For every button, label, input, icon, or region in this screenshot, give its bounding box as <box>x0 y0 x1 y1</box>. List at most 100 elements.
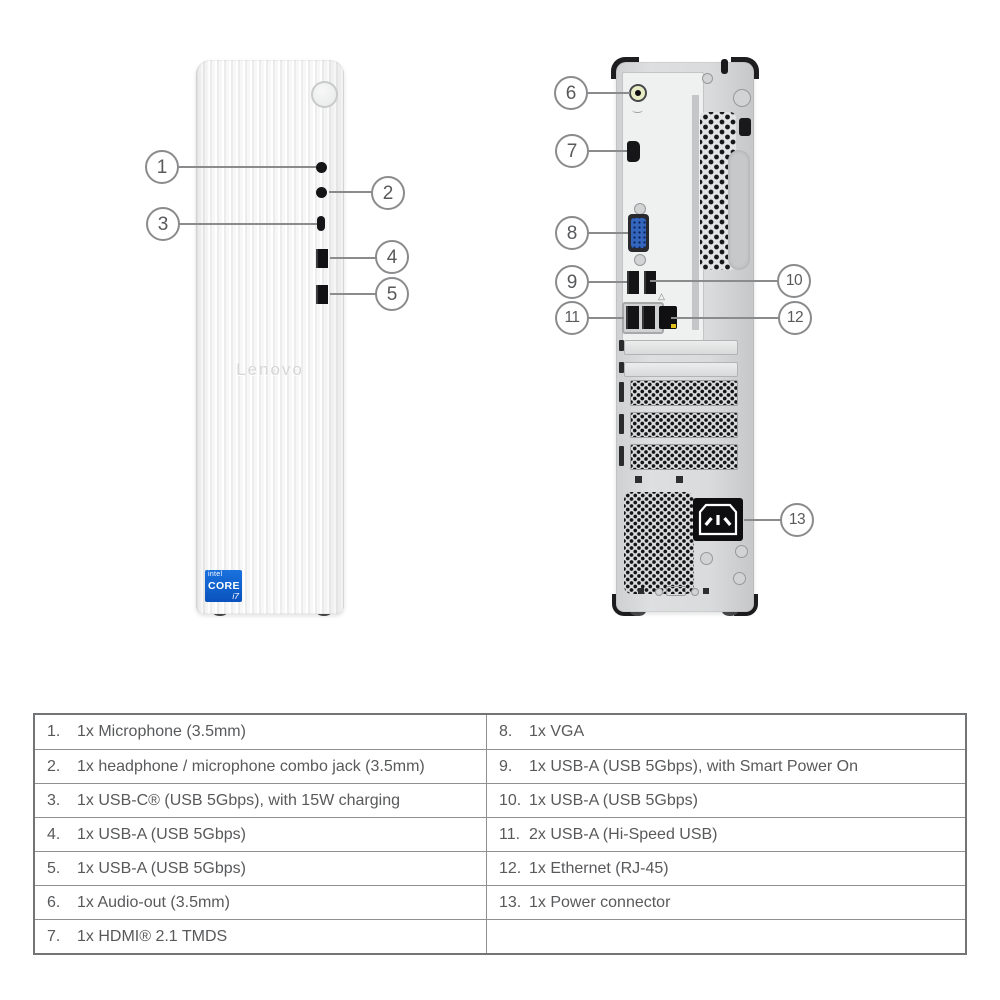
callout-10-number: 10 <box>785 272 803 290</box>
power-connector-port <box>693 498 743 541</box>
row-number: 3. <box>47 791 61 809</box>
row-number: 10. <box>499 791 522 809</box>
row-text: 1x Ethernet (RJ-45) <box>529 859 669 877</box>
table-row-11: 11. 2x USB-A (Hi-Speed USB) <box>487 817 965 851</box>
table-row-8: 8.1x VGA <box>487 715 965 749</box>
row-text: 1x VGA <box>529 723 585 740</box>
row-text: 2x USB-A (Hi-Speed USB) <box>529 825 718 843</box>
callout-11: 11 <box>555 301 589 335</box>
ethernet-port <box>659 306 677 329</box>
callout-7-number: 7 <box>566 140 578 162</box>
table-row-2: 2. 1x headphone / microphone combo jack (… <box>35 749 487 783</box>
callout-5-number: 5 <box>386 283 398 305</box>
leader-line-7 <box>588 150 627 152</box>
front-usb-a-port-2 <box>316 285 328 304</box>
row-text: 1x Microphone (3.5mm) <box>77 723 246 740</box>
row-number: 2. <box>47 757 61 775</box>
headphone-combo-jack-port <box>316 187 327 198</box>
row-text: 1x headphone / microphone combo jack (3.… <box>77 757 425 775</box>
callout-1-number: 1 <box>156 156 168 178</box>
callout-12: 12 <box>778 301 812 335</box>
ethernet-led <box>671 324 676 328</box>
psu-screw-2 <box>735 545 748 558</box>
table-row-5: 5.1x USB-A (USB 5Gbps) <box>35 851 487 885</box>
expansion-slot-blank-2 <box>624 362 738 377</box>
row-text: 1x Audio-out (3.5mm) <box>77 893 230 911</box>
row-text: 1x USB-C® (USB 5Gbps), with 15W charging <box>77 791 401 809</box>
intel-cpu-label: i7 <box>232 591 239 601</box>
front-usb-a-port-1 <box>316 249 328 268</box>
callout-2: 2 <box>371 176 405 210</box>
table-row-1: 1. 1x Microphone (3.5mm) <box>35 715 487 749</box>
slot-clip-1 <box>619 340 624 351</box>
table-row-6: 6. 1x Audio-out (3.5mm) <box>35 885 487 919</box>
callout-2-number: 2 <box>382 182 394 204</box>
microphone-jack-port <box>316 162 327 173</box>
callout-12-number: 12 <box>786 309 804 327</box>
bottom-glyph-2 <box>655 588 663 596</box>
slot-clip-5 <box>619 446 624 466</box>
usb-c-port <box>317 216 325 231</box>
thumbscrew <box>733 89 751 107</box>
rear-usb-a-hispeed-2 <box>642 306 655 329</box>
bottom-glyph-5 <box>703 588 709 594</box>
psu-vent-grille <box>624 492 694 594</box>
bottom-glyph-1 <box>638 588 644 594</box>
callout-13: 13 <box>780 503 814 537</box>
row-text: 1x USB-A (USB 5Gbps) <box>77 825 246 843</box>
row-text: 1x USB-A (USB 5Gbps) <box>529 791 698 809</box>
leader-line-5 <box>330 293 377 295</box>
table-row-10: 10. 1x USB-A (USB 5Gbps) <box>487 783 965 817</box>
callout-4: 4 <box>375 240 409 274</box>
row-number: 5. <box>47 859 61 877</box>
row-number: 13. <box>499 893 522 911</box>
leader-line-6 <box>587 92 630 94</box>
power-button <box>311 81 338 108</box>
table-row-4: 4. 1x USB-A (USB 5Gbps) <box>35 817 487 851</box>
lenovo-logo: Lenovo <box>236 360 304 379</box>
row-text: 1x HDMI® 2.1 TMDS <box>77 927 228 945</box>
top-cable-notch <box>721 59 728 74</box>
rear-usb-a-port-smart-power <box>627 271 639 294</box>
handle-indent <box>728 150 750 270</box>
intel-core-label: CORE <box>208 580 240 592</box>
row-number: 4. <box>47 825 61 843</box>
intel-core-i7-badge: intel CORE i7 <box>205 570 242 602</box>
vga-screw-bottom <box>634 254 646 266</box>
callout-1: 1 <box>145 150 179 184</box>
screw-top <box>702 73 713 84</box>
callout-8: 8 <box>555 216 589 250</box>
chassis-latch-2 <box>676 476 683 483</box>
leader-line-3 <box>179 223 317 225</box>
rear-usb-a-port-5gbps <box>644 271 656 294</box>
bottom-glyph-3 <box>666 586 686 596</box>
kensington-lock-slot <box>739 118 751 136</box>
leader-line-13 <box>744 519 781 521</box>
audio-out-port <box>629 84 647 102</box>
audio-out-icon <box>632 107 643 113</box>
leader-line-8 <box>588 232 628 234</box>
expansion-slot-perforated-3 <box>630 444 738 470</box>
c14-inlet-glyph <box>698 503 738 536</box>
warning-triangle-icon: △ <box>658 291 665 301</box>
callout-10: 10 <box>777 264 811 298</box>
row-number: 11. <box>499 825 521 843</box>
callout-6-number: 6 <box>565 82 577 104</box>
row-text: 1x USB-A (USB 5Gbps), with Smart Power O… <box>529 757 858 775</box>
row-text: 1x Power connector <box>529 893 671 911</box>
leader-line-12 <box>671 317 779 319</box>
callout-8-number: 8 <box>566 222 578 244</box>
callout-7: 7 <box>555 134 589 168</box>
row-number: 6. <box>47 893 61 911</box>
callout-5: 5 <box>375 277 409 311</box>
expansion-slot-perforated-2 <box>630 412 738 438</box>
row-number: 1. <box>47 723 61 740</box>
leader-line-11 <box>588 317 624 319</box>
psu-screw-3 <box>733 572 746 585</box>
ports-legend-table: 1. 1x Microphone (3.5mm) 8.1x VGA 2. 1x he… <box>33 713 967 955</box>
vga-pins <box>631 218 646 248</box>
expansion-slot-perforated-1 <box>630 380 738 406</box>
intel-brand-label: intel <box>208 571 223 578</box>
bottom-glyph-4 <box>691 588 699 596</box>
